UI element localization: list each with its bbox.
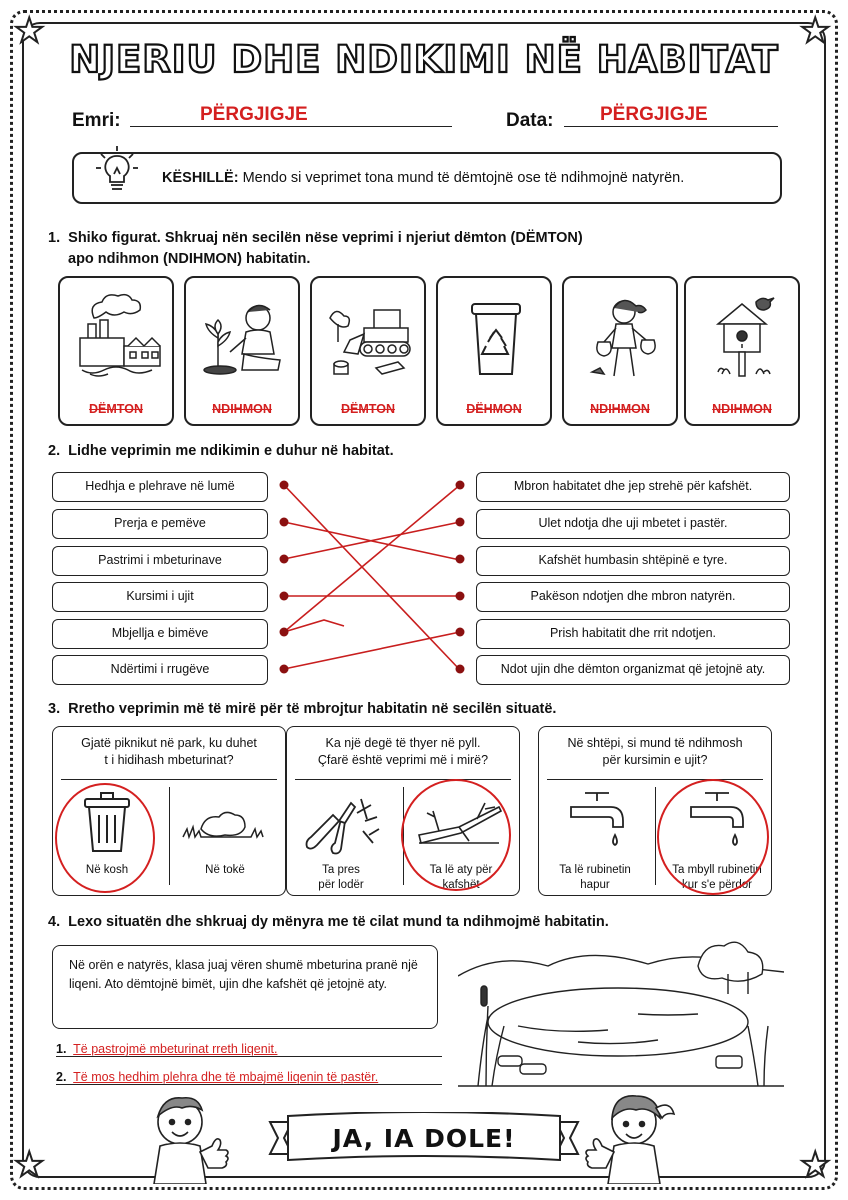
- picture-card-bulldozer: DËMTON: [310, 276, 426, 426]
- page-title: NJERIU DHE NDIKIMI NË HABITAT: [68, 37, 779, 82]
- answer-line-2[interactable]: 2. Të mos hedhim plehra dhe të mbajmë li…: [56, 1070, 442, 1085]
- action-item[interactable]: Hedhja e plehrave në lumë: [52, 472, 268, 502]
- birdhouse-icon: [715, 297, 775, 377]
- story-box: Në orën e natyrës, klasa juaj vëren shum…: [52, 945, 438, 1029]
- star-icon: ★: [799, 1146, 832, 1184]
- impact-item[interactable]: Kafshët humbasin shtëpinë e tyre.: [476, 546, 790, 576]
- answer-circle: [55, 783, 155, 893]
- date-answer: PËRGJIGJE: [600, 104, 708, 125]
- boy-thumbs-up-icon: [153, 1096, 229, 1184]
- impact-item[interactable]: Prish habitatit dhe rrit ndotjen.: [476, 619, 790, 649]
- page-border-dotted: [10, 10, 838, 1190]
- picture-card-factory: DËMTON: [58, 276, 174, 426]
- action-item[interactable]: Kursimi i ujit: [52, 582, 268, 612]
- picture-card-recycling: DËHMON: [436, 276, 552, 426]
- name-line[interactable]: [130, 126, 452, 127]
- tip-box: KËSHILLË: Mendo si veprimet tona mund të…: [72, 146, 782, 204]
- picture-card-collecting: NDIHMON: [562, 276, 678, 426]
- matching-lines: [279, 480, 465, 674]
- action-item[interactable]: Pastrimi i mbeturinave: [52, 546, 268, 576]
- girl-thumbs-up-icon: [585, 1095, 676, 1184]
- card-answer[interactable]: NDIHMON: [212, 402, 272, 416]
- answer-circle: [401, 779, 511, 891]
- pruning-shears-icon: [305, 798, 380, 855]
- name-label: Emri:: [72, 110, 121, 131]
- picture-card-birdhouse: NDIHMON: [684, 276, 800, 426]
- name-answer: PËRGJIGJE: [200, 104, 308, 125]
- impact-item[interactable]: Mbron habitatet dhe jep strehë për kafsh…: [476, 472, 790, 502]
- recycling-bin-icon: [471, 303, 521, 375]
- action-item[interactable]: Mbjellja e bimëve: [52, 619, 268, 649]
- question-2: 2. Lidhe veprimin me ndikimin e duhur në…: [48, 443, 394, 459]
- tip-text: KËSHILLË: Mendo si veprimet tona mund të…: [162, 170, 685, 186]
- action-item[interactable]: Ndërtimi i rrugëve: [52, 655, 268, 685]
- question-4: 4. Lexo situatën dhe shkruaj dy mënyra m…: [48, 914, 609, 930]
- picture-card-planting: NDIHMON: [184, 276, 300, 426]
- card-answer[interactable]: NDIHMON: [590, 402, 650, 416]
- dripping-faucet-icon: [570, 792, 624, 847]
- star-icon: ★: [13, 12, 46, 50]
- impact-item[interactable]: Pakëson ndotjen dhe mbron natyrën.: [476, 582, 790, 612]
- lightbulb-icon: [96, 146, 138, 190]
- girl-collecting-trash-icon: [589, 299, 656, 377]
- trash-on-grass-icon: [182, 811, 264, 840]
- bulldozer-cutting-trees-icon: [329, 309, 411, 375]
- card-answer[interactable]: DËMTON: [89, 402, 143, 416]
- star-icon: ★: [13, 1146, 46, 1184]
- card-answer[interactable]: DËMTON: [341, 402, 395, 416]
- banner-text: JA, IA DOLE!: [332, 1124, 516, 1153]
- answer-circle: [657, 779, 769, 895]
- impact-item[interactable]: Ndot ujin dhe dëmton organizmat që jetoj…: [476, 655, 790, 685]
- factory-icon: [79, 293, 161, 377]
- page-border: [22, 22, 826, 1178]
- question-1: 1. Shiko figurat. Shkruaj nën secilën në…: [48, 230, 583, 267]
- success-banner: JA, IA DOLE!: [268, 1112, 580, 1164]
- question-3: 3. Rretho veprimin më të mirë për të mbr…: [48, 701, 557, 717]
- answer-line-1[interactable]: 1. Të pastrojmë mbeturinat rreth liqenit…: [56, 1042, 442, 1057]
- situation-branch: Ka një degë të thyer në pyll.Çfarë është…: [286, 726, 520, 896]
- date-label: Data:: [506, 110, 554, 131]
- situation-question: Ka një degë të thyer në pyll.Çfarë është…: [317, 736, 489, 767]
- impact-item[interactable]: Ulet ndotja dhe uji mbetet i pastër.: [476, 509, 790, 539]
- boy-planting-tree-icon: [203, 304, 281, 375]
- star-icon: ★: [799, 12, 832, 50]
- card-answer[interactable]: NDIHMON: [712, 402, 772, 416]
- option-b[interactable]: Në tokë: [205, 864, 245, 876]
- date-line[interactable]: [564, 126, 778, 127]
- card-answer[interactable]: DËHMON: [466, 402, 522, 416]
- polluted-lake-icon: [458, 941, 784, 1087]
- action-item[interactable]: Prerja e pemëve: [52, 509, 268, 539]
